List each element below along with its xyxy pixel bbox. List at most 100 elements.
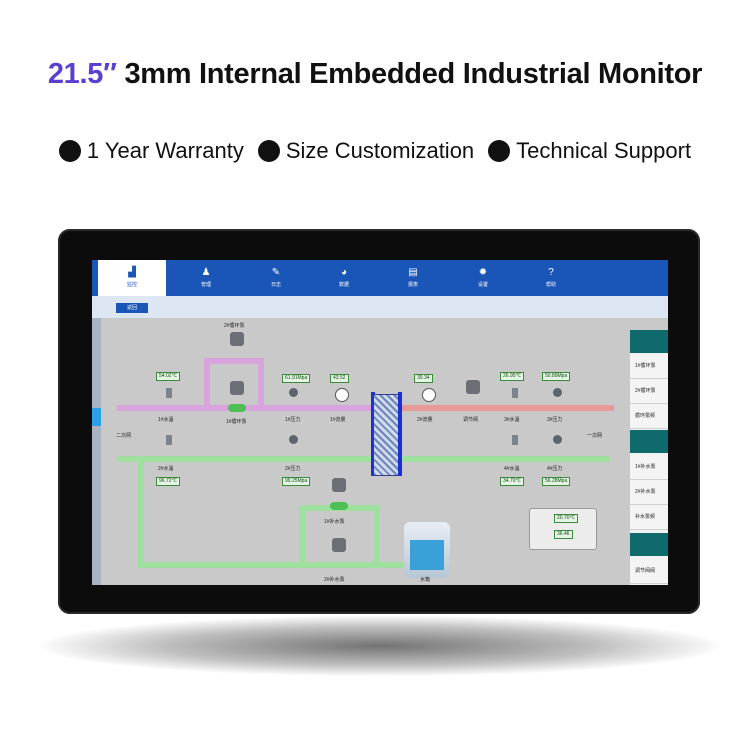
temperature-probe-icon — [166, 435, 172, 445]
title-size: 21.5″ — [47, 58, 117, 90]
log-icon: ✎ — [271, 267, 281, 278]
pump-motor-icon[interactable] — [230, 332, 244, 346]
tab-monitor[interactable]: ▟监控 — [98, 260, 166, 296]
scada-nav-bar: ▟监控 ♟管理 ✎日志 ◕数据 ▤报表 ✹设置 ?帮助 — [92, 260, 668, 296]
exchanger-frame-right — [398, 392, 402, 476]
bypass-pipe-left — [204, 360, 210, 410]
label-pri-net: 一次网 — [587, 433, 603, 439]
side-header — [630, 430, 668, 453]
feature-size: Size Customization — [257, 138, 475, 164]
label-temp2: 2#水温 — [158, 466, 174, 472]
pressure-sensor-icon — [553, 435, 562, 444]
side-header — [630, 533, 668, 556]
temperature-probe-icon — [512, 435, 518, 445]
label-press1: 1#压力 — [285, 417, 301, 423]
makeup-pump-icon[interactable] — [330, 502, 348, 510]
value-t2: 96.72℃ — [156, 477, 181, 486]
side-item[interactable]: 循环泵频 — [630, 405, 668, 429]
feature-support: Technical Support — [488, 138, 691, 164]
label-sec-net: 二次网 — [116, 433, 132, 439]
flow-gauge-icon — [335, 388, 349, 402]
flow-gauge-icon — [422, 388, 436, 402]
feature-warranty: 1 Year Warranty — [58, 138, 244, 164]
label-temp3: 3#水温 — [504, 417, 520, 423]
side-item[interactable]: 2#补水泵 — [630, 481, 668, 505]
side-header — [630, 330, 668, 353]
pump-motor-icon[interactable] — [332, 478, 346, 492]
feature-list: 1 Year Warranty Size Customization Techn… — [0, 138, 750, 164]
tab-data[interactable]: ◕数据 — [338, 267, 349, 289]
label-temp1: 1#水温 — [158, 417, 174, 423]
label-press4: 4#压力 — [547, 466, 563, 472]
tab-manage[interactable]: ♟管理 — [200, 267, 211, 289]
bullet-icon — [257, 140, 280, 162]
label-flow2: 2#流量 — [417, 417, 433, 423]
pump-motor-icon[interactable] — [332, 538, 346, 552]
title-text: 3mm Internal Embedded Industrial Monitor — [124, 58, 703, 90]
scroll-thumb[interactable] — [92, 408, 101, 426]
value-p2: 99.25Mpa — [282, 477, 311, 486]
return-pipe-left — [117, 456, 373, 462]
circulation-pump-icon[interactable] — [228, 404, 246, 412]
value-p1: 61.91Mpa — [282, 374, 311, 383]
feature-label: 1 Year Warranty — [86, 138, 244, 163]
label-temp4: 4#水温 — [504, 466, 520, 472]
valve-actuator-icon[interactable] — [466, 380, 480, 394]
value-env-temp: 20.70℃ — [554, 514, 579, 523]
pressure-sensor-icon — [289, 388, 298, 397]
feature-label: Size Customization — [285, 138, 475, 163]
label-pump2: 2#循环泵 — [224, 323, 245, 329]
back-button[interactable]: 返回 — [116, 303, 148, 313]
value-t1: 54.02℃ — [156, 372, 181, 381]
tab-report[interactable]: ▤报表 — [407, 267, 418, 289]
side-item[interactable]: 补水泵频 — [630, 506, 668, 530]
return-pipe-right — [399, 456, 609, 462]
monitor-screen: ▟监控 ♟管理 ✎日志 ◕数据 ▤报表 ✹设置 ?帮助 返回 1#循环泵 2#循… — [92, 260, 668, 585]
label-press3: 3#压力 — [547, 417, 563, 423]
label-tank: 水箱 — [420, 577, 431, 583]
label-makeup1: 1#补水泵 — [324, 519, 345, 525]
pressure-sensor-icon — [289, 435, 298, 444]
heat-exchanger — [373, 394, 401, 476]
side-item[interactable]: 2#循环泵 — [630, 380, 668, 404]
monitor-shadow — [40, 616, 720, 676]
page-title: 21.5″ 3mm Internal Embedded Industrial M… — [0, 58, 750, 91]
side-item[interactable]: 1#循环泵 — [630, 355, 668, 379]
makeup-loop-right — [374, 505, 380, 567]
side-item[interactable]: 调节阀阀 — [630, 560, 668, 584]
bullet-icon — [58, 140, 81, 162]
makeup-pipe-bottom — [138, 562, 408, 568]
left-scroll-strip[interactable] — [92, 318, 101, 585]
label-flow1: 1#流量 — [330, 417, 346, 423]
pump-motor-icon[interactable] — [230, 381, 244, 395]
label-makeup2: 2#补水泵 — [324, 577, 345, 583]
bypass-pipe-right — [258, 358, 264, 408]
primary-supply-pipe — [399, 405, 614, 411]
sub-toolbar — [92, 296, 668, 318]
value-f1: 43.52 — [330, 374, 349, 383]
value-f2: 39.34 — [414, 374, 433, 383]
label-pump1: 1#循环泵 — [226, 419, 247, 425]
label-press2: 2#压力 — [285, 466, 301, 472]
value-t3: 26.95℃ — [500, 372, 525, 381]
temperature-probe-icon — [166, 388, 172, 398]
value-p4: 56.28Mpa — [542, 477, 571, 486]
feature-label: Technical Support — [516, 138, 692, 163]
bullet-icon — [488, 140, 511, 162]
label-reg-valve: 调节阀 — [463, 417, 479, 423]
gear-icon: ✹ — [478, 267, 488, 278]
tab-settings[interactable]: ✹设置 — [477, 267, 488, 289]
makeup-loop-left — [299, 507, 305, 567]
value-p3: 50.89Mpa — [542, 372, 571, 381]
tab-help[interactable]: ?帮助 — [545, 267, 556, 289]
tab-log[interactable]: ✎日志 — [270, 267, 281, 289]
side-item[interactable]: 1#补水泵 — [630, 456, 668, 480]
user-gear-icon: ♟ — [201, 267, 211, 278]
temperature-probe-icon — [512, 388, 518, 398]
value-env-hum: 36.46 — [554, 530, 573, 539]
pie-icon: ◕ — [340, 267, 348, 278]
side-status-panel: 1#循环泵 2#循环泵 循环泵频 1#补水泵 2#补水泵 补水泵频 调节阀阀 — [630, 330, 668, 585]
help-icon: ? — [548, 267, 554, 278]
pressure-sensor-icon — [553, 388, 562, 397]
value-t4: 34.70℃ — [500, 477, 525, 486]
